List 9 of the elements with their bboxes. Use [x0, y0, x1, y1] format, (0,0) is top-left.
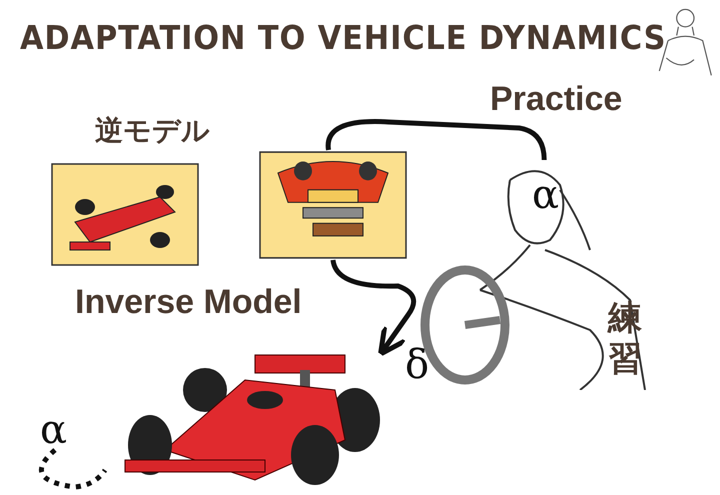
dotted-line — [39, 448, 108, 490]
alpha-symbol: α — [40, 410, 70, 450]
heading: 逆モデル — [95, 114, 210, 148]
delta-symbol: δ — [405, 345, 430, 385]
alpha-symbol: α — [532, 175, 560, 215]
title: ADAPTATION TO VEHICLE DYNAMICS — [20, 18, 666, 57]
curved-arrow — [330, 260, 416, 357]
upside-down-car-picture — [258, 150, 408, 260]
caption-text: Inverse Model — [75, 283, 302, 322]
